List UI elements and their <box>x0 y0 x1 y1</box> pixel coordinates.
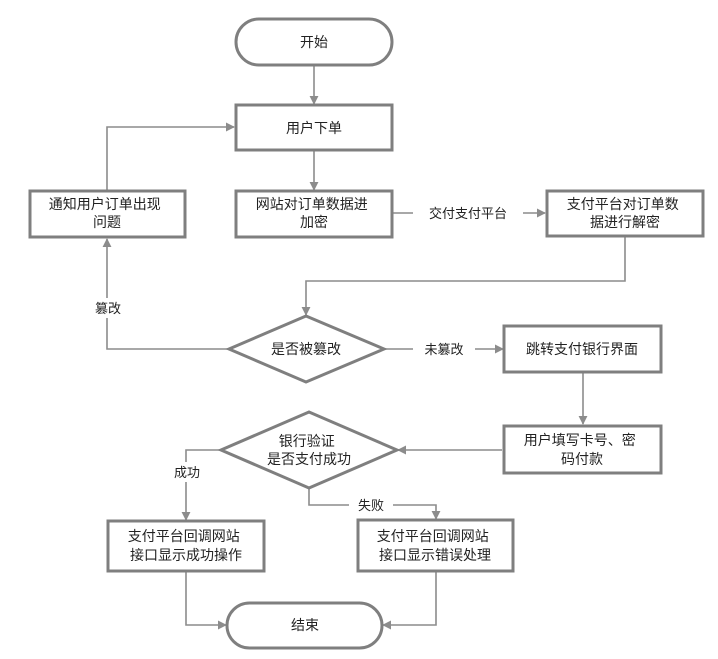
process-box <box>502 324 663 374</box>
node-fill-card: 用户填写卡号、密 码付款 <box>502 424 663 475</box>
edge-label-bg <box>86 298 130 318</box>
edge-label-to-platform: 交付支付平台 <box>429 206 507 222</box>
node-tampered: 是否被篡改 <box>225 314 388 384</box>
edge-notify-to-user-order <box>106 122 235 190</box>
node-bank-page: 跳转支付银行界面 <box>502 324 663 374</box>
process-box <box>106 519 266 573</box>
node-end: 结束 <box>225 601 384 650</box>
edge-success-to-end <box>185 572 227 630</box>
node-notify: 通知用户订单出现 问题 <box>28 189 187 239</box>
edge-labels: 交付支付平台 篡改 未篡改 成功 失败 <box>86 203 523 515</box>
node-start: 开始 <box>234 17 394 67</box>
node-notify-label: 通知用户订单出现 问题 <box>49 196 165 231</box>
edge-label-tampered-yes: 篡改 <box>95 301 121 317</box>
node-callback-success-label: 支付平台回调网站 接口显示成功操作 <box>128 529 244 564</box>
process-box <box>545 189 705 238</box>
node-callback-success: 支付平台回调网站 接口显示成功操作 <box>106 519 266 573</box>
node-encrypt-label: 网站对订单数据进 加密 <box>256 197 372 231</box>
node-decrypt: 支付平台对订单数 据进行解密 <box>545 189 705 238</box>
node-callback-fail: 支付平台回调网站 接口显示错误处理 <box>356 518 515 573</box>
decision-diamond <box>217 410 401 490</box>
node-start-label: 开始 <box>300 35 328 51</box>
process-box <box>28 189 187 239</box>
node-bank-verify-label: 银行验证 是否支付成功 <box>267 434 351 468</box>
edge-bank-verify-to-success <box>181 449 220 521</box>
terminal-shape <box>234 17 394 67</box>
node-encrypt: 网站对订单数据进 加密 <box>234 189 394 239</box>
edge-tampered-to-notify <box>102 238 228 350</box>
nodes: 开始 用户下单 网站对订单数据进 加密 支付平台对订单数 据进行解密 <box>28 17 705 650</box>
edge-label-bg <box>349 495 393 515</box>
node-end-label: 结束 <box>291 618 319 634</box>
edge-label-bg <box>413 339 475 359</box>
process-box <box>234 103 394 152</box>
terminal-shape <box>225 601 384 650</box>
node-user-order-label: 用户下单 <box>286 120 342 137</box>
process-box <box>502 424 663 475</box>
node-decrypt-label: 支付平台对订单数 据进行解密 <box>567 197 683 231</box>
edge-label-fail: 失败 <box>358 499 384 514</box>
node-bank-verify: 银行验证 是否支付成功 <box>217 410 401 490</box>
decision-diamond <box>225 314 388 384</box>
edge-label-bg <box>413 203 523 223</box>
node-callback-fail-label: 支付平台回调网站 接口显示错误处理 <box>377 529 493 564</box>
node-bank-page-label: 跳转支付银行界面 <box>526 342 638 358</box>
node-user-order: 用户下单 <box>234 103 394 152</box>
process-box <box>356 518 515 573</box>
process-box <box>234 189 394 239</box>
node-tampered-label: 是否被篡改 <box>271 341 341 358</box>
edge-decrypt-to-tampered <box>301 236 626 316</box>
node-fill-card-label: 用户填写卡号、密 码付款 <box>524 432 640 468</box>
edge-label-bg <box>166 462 208 482</box>
edge-label-success: 成功 <box>174 466 200 481</box>
edge-fail-to-end <box>382 572 437 630</box>
edge-label-tampered-no: 未篡改 <box>424 342 463 358</box>
